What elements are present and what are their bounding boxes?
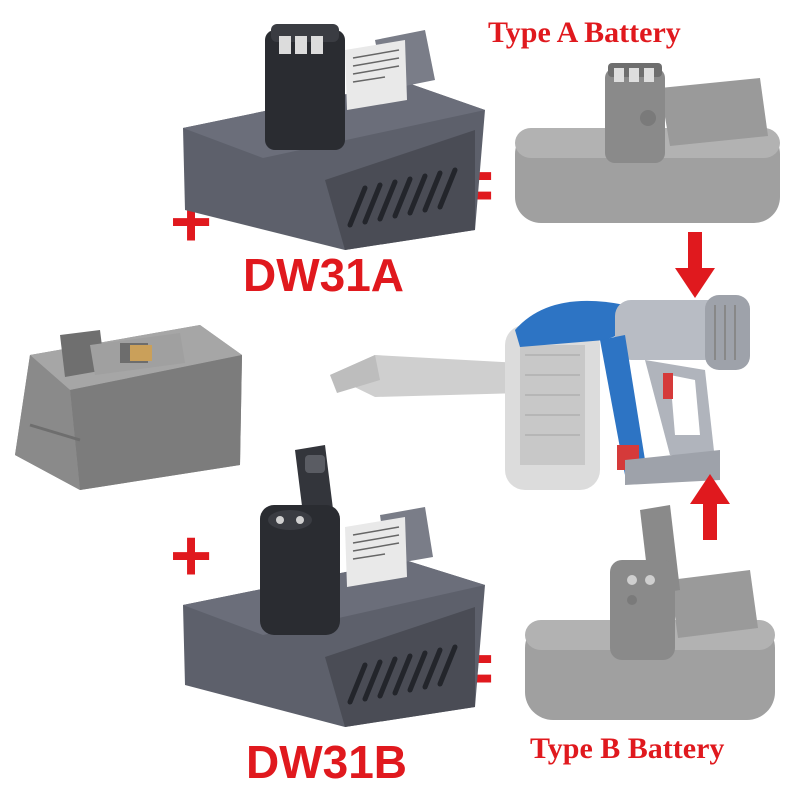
source-battery-image [15, 325, 242, 490]
stick-vacuum-image [330, 295, 750, 490]
type-b-battery-label: Type B Battery [530, 732, 725, 765]
arrow-up-icon [690, 474, 730, 540]
dw31b-label: DW31B [246, 736, 408, 788]
type-b-battery-image [525, 505, 775, 720]
plus-sign-bottom: + [170, 516, 213, 596]
dw31a-label: DW31A [243, 249, 405, 301]
type-a-battery-label: Type A Battery [488, 16, 681, 49]
arrow-down-icon [675, 232, 715, 298]
dw31b-adapter-image [183, 445, 485, 727]
dw31a-adapter-image [183, 24, 485, 250]
type-a-battery-image [515, 63, 780, 223]
